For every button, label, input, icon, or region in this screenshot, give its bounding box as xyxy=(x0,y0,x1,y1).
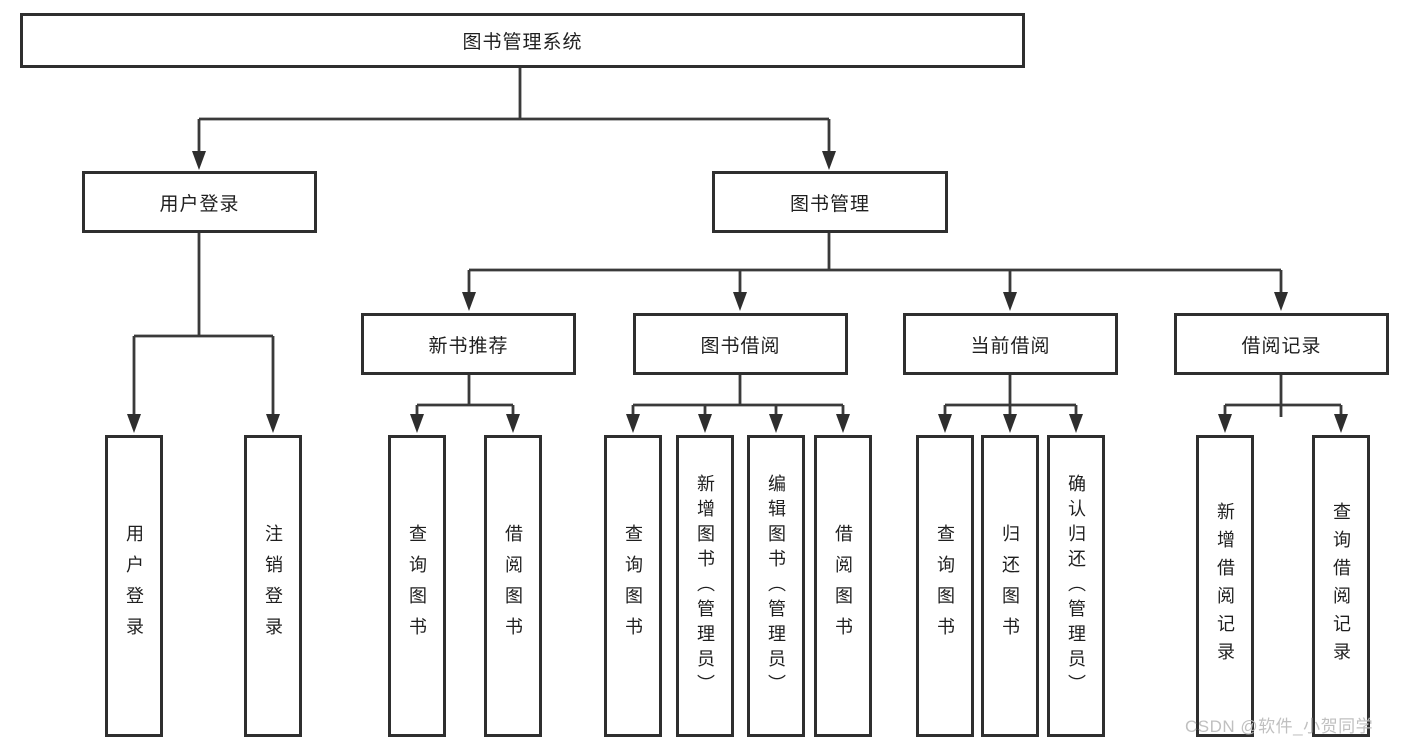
leaf-current-search-books-label: 查询图书 xyxy=(935,524,955,648)
leaf-current-return-books: 归还图书 xyxy=(981,435,1039,737)
node-root: 图书管理系统 xyxy=(20,13,1025,68)
node-book-management-group-label: 图书管理 xyxy=(789,193,870,215)
leaf-records-add-borrow-record-label: 新增借阅记录 xyxy=(1215,502,1235,670)
leaf-borrowing-add-books-admin: 新增图书（管理员） xyxy=(676,435,734,737)
leaf-recommend-search-books: 查询图书 xyxy=(388,435,446,737)
leaf-logout: 注销登录 xyxy=(244,435,302,737)
leaf-borrowing-search-books: 查询图书 xyxy=(604,435,662,737)
leaf-records-search-borrow-record: 查询借阅记录 xyxy=(1312,435,1370,737)
node-user-login-group: 用户登录 xyxy=(82,171,317,233)
leaf-current-confirm-return-admin-label: 确认归还（管理员） xyxy=(1066,473,1086,699)
leaf-borrowing-add-books-admin-label: 新增图书（管理员） xyxy=(695,473,715,699)
leaf-recommend-borrow-books: 借阅图书 xyxy=(484,435,542,737)
node-user-login-group-label: 用户登录 xyxy=(159,193,240,215)
node-new-book-recommend-label: 新书推荐 xyxy=(428,335,509,357)
leaf-records-add-borrow-record: 新增借阅记录 xyxy=(1196,435,1254,737)
leaf-records-search-borrow-record-label: 查询借阅记录 xyxy=(1331,502,1351,670)
leaf-user-login: 用户登录 xyxy=(105,435,163,737)
arrowheads xyxy=(127,151,1348,433)
leaf-borrowing-edit-books-admin-label: 编辑图书（管理员） xyxy=(766,473,786,699)
node-book-management-group: 图书管理 xyxy=(712,171,948,233)
node-current-borrowing-label: 当前借阅 xyxy=(970,335,1051,357)
leaf-recommend-borrow-books-label: 借阅图书 xyxy=(503,524,523,648)
node-borrow-records-label: 借阅记录 xyxy=(1241,335,1322,357)
node-new-book-recommend: 新书推荐 xyxy=(361,313,576,375)
node-borrow-records: 借阅记录 xyxy=(1174,313,1389,375)
leaf-borrowing-search-books-label: 查询图书 xyxy=(623,524,643,648)
leaf-borrowing-borrow-books-label: 借阅图书 xyxy=(833,524,853,648)
watermark: CSDN @软件_小贺同学 xyxy=(1185,717,1374,736)
node-book-borrowing-label: 图书借阅 xyxy=(700,335,781,357)
leaf-current-return-books-label: 归还图书 xyxy=(1000,524,1020,648)
leaf-current-confirm-return-admin: 确认归还（管理员） xyxy=(1047,435,1105,737)
leaf-borrowing-borrow-books: 借阅图书 xyxy=(814,435,872,737)
node-current-borrowing: 当前借阅 xyxy=(903,313,1118,375)
leaf-borrowing-edit-books-admin: 编辑图书（管理员） xyxy=(747,435,805,737)
leaf-recommend-search-books-label: 查询图书 xyxy=(407,524,427,648)
leaf-logout-label: 注销登录 xyxy=(263,524,283,648)
node-root-label: 图书管理系统 xyxy=(462,32,583,53)
leaf-current-search-books: 查询图书 xyxy=(916,435,974,737)
node-book-borrowing: 图书借阅 xyxy=(633,313,848,375)
leaf-user-login-label: 用户登录 xyxy=(124,524,144,648)
